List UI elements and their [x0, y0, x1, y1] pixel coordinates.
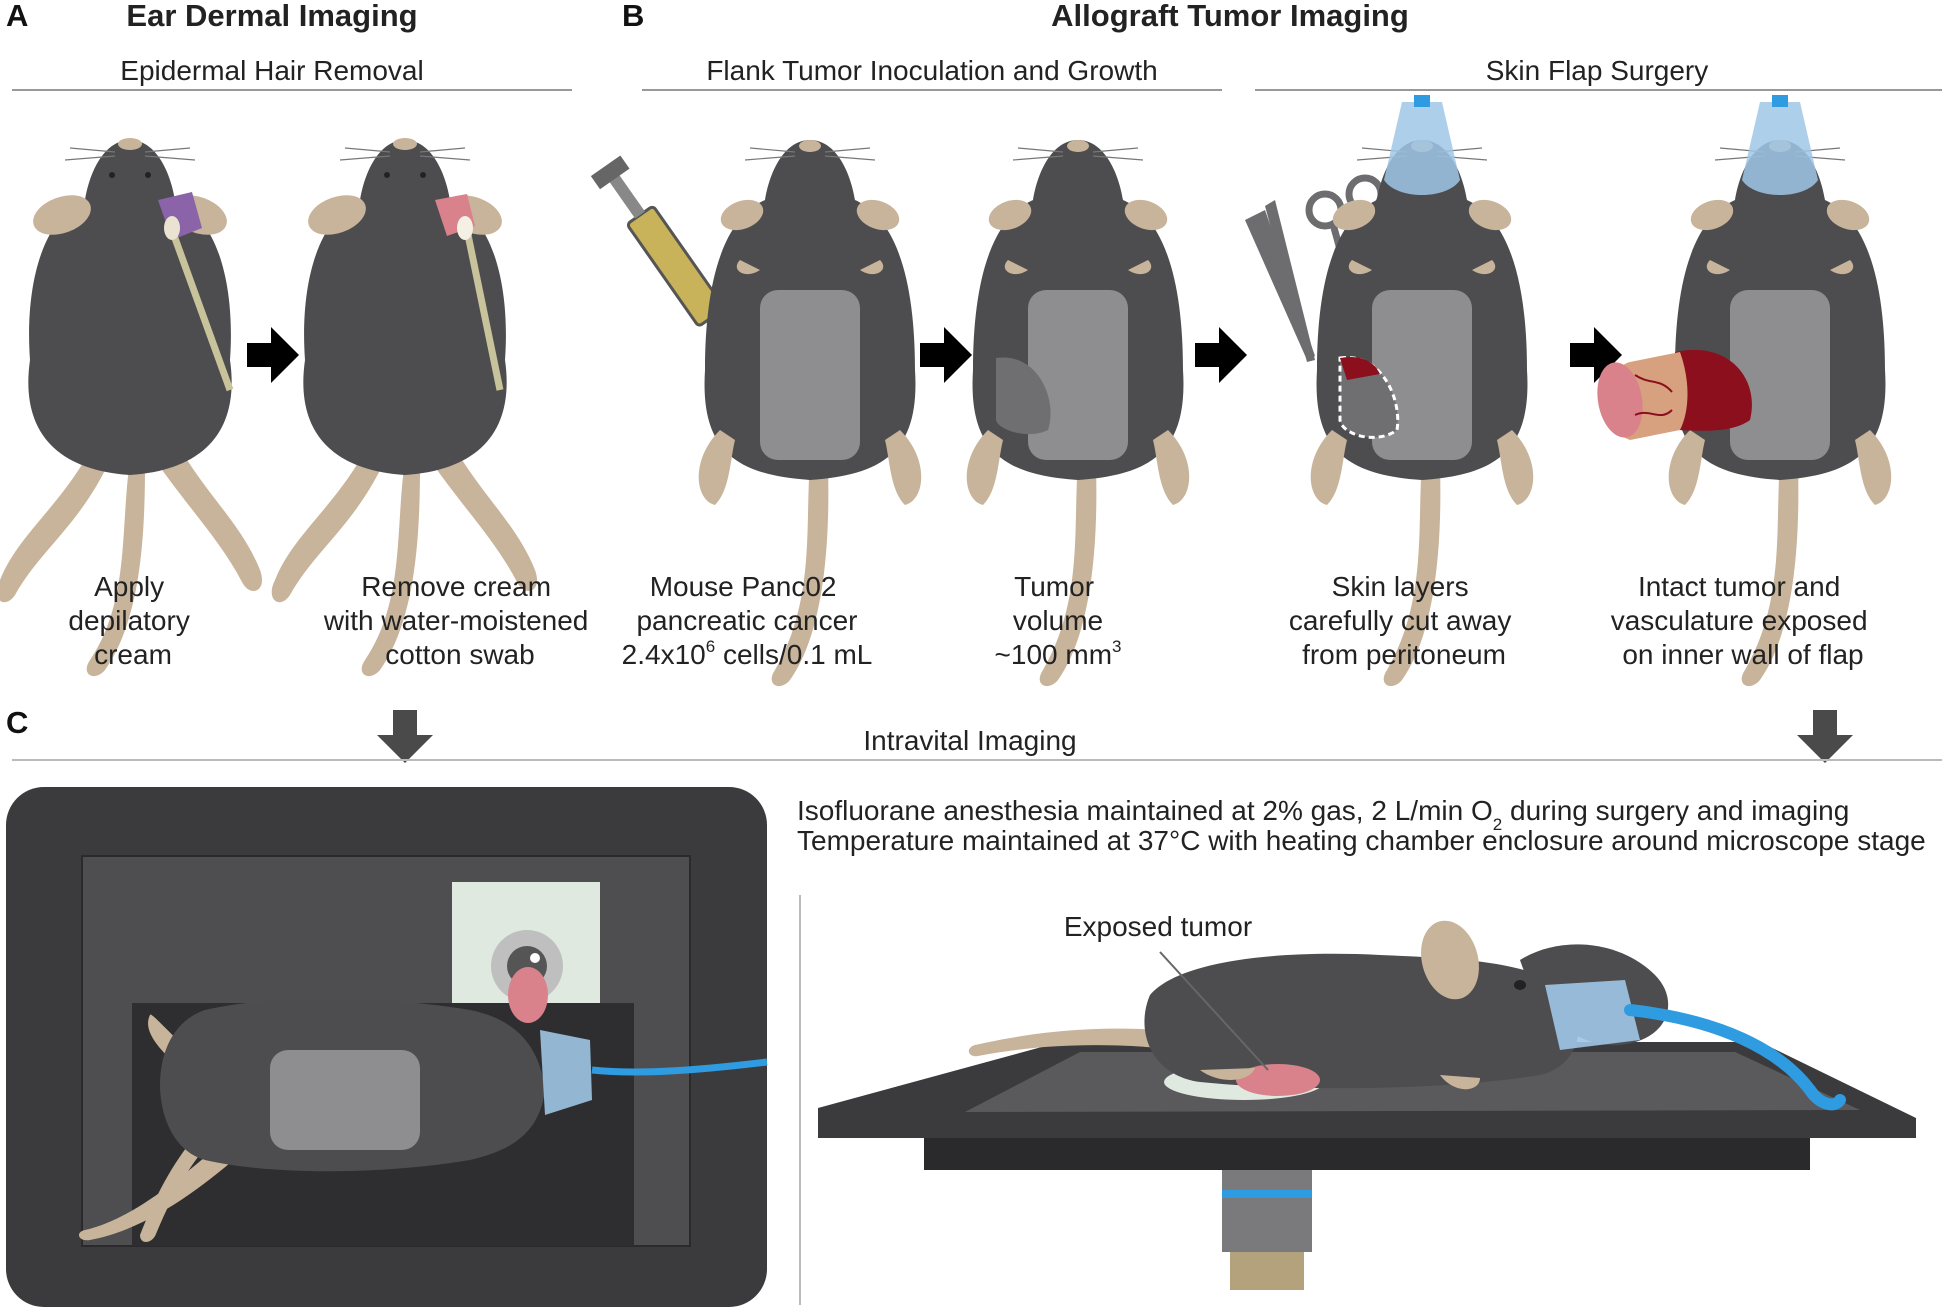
- note-part: Isofluorane anesthesia maintained at 2% …: [797, 795, 1493, 826]
- cotton-swab-tip: [457, 216, 473, 240]
- objective-band: [1222, 1190, 1312, 1198]
- note-part: during surgery and imaging: [1502, 795, 1849, 826]
- caption-line: cotton swab: [385, 639, 534, 670]
- mouse-b-tumor: [966, 139, 1190, 687]
- caption-b-step-2-line3: ~100 mm3: [995, 637, 1122, 670]
- panel-a-section-title: Epidermal Hair Removal: [120, 55, 423, 86]
- caption-line: on inner wall of flap: [1622, 639, 1863, 670]
- caption-b-step-4: Intact tumor and vasculature exposed on …: [1611, 571, 1876, 670]
- arrow-a-down: [377, 710, 433, 763]
- anesthesia-mask: [1384, 102, 1460, 195]
- cut-edge: [1340, 356, 1380, 380]
- caption-b-step-1-line3: 2.4x106 cells/0.1 mL: [622, 637, 873, 670]
- panel-b-section-title-inoculation: Flank Tumor Inoculation and Growth: [706, 55, 1157, 86]
- anesthesia-mask: [1742, 102, 1818, 195]
- caption-line: Apply: [94, 571, 164, 602]
- panel-c-section-title: Intravital Imaging: [863, 725, 1076, 756]
- caption-line: pancreatic cancer: [636, 605, 857, 636]
- exposed-tumor: [1236, 1064, 1320, 1096]
- mouse-belly: [270, 1050, 420, 1150]
- arrow-b-down: [1797, 710, 1853, 763]
- mouse-tail: [968, 1028, 1160, 1057]
- tumor-vasculature: [1634, 374, 1673, 417]
- panel-a-letter: A: [6, 0, 28, 33]
- mouse-ear: [1421, 920, 1479, 1000]
- anesthesia-mask: [1545, 980, 1640, 1050]
- arrow-b-step-3: [1570, 327, 1622, 383]
- panel-c-letter: C: [6, 705, 28, 740]
- caption-line: depilatory: [68, 605, 189, 636]
- cotton-swab-stick: [168, 228, 234, 392]
- panel-b-letter: B: [622, 0, 644, 33]
- caption-line: volume: [1013, 605, 1103, 636]
- caption-b-step-2: Tumor volume: [1013, 571, 1103, 636]
- anesthesia-tube: [1772, 95, 1788, 107]
- caption-line: with water-moistened: [323, 605, 589, 636]
- caption-line: vasculature exposed: [1611, 605, 1868, 636]
- caption-part: ~100 mm: [995, 639, 1113, 670]
- caption-superscript: 6: [706, 637, 715, 656]
- caption-line: from peritoneum: [1302, 639, 1506, 670]
- caption-line: cream: [94, 639, 172, 670]
- caption-line: Remove cream: [361, 571, 551, 602]
- panel-a-title: Ear Dermal Imaging: [126, 0, 417, 33]
- objective-tip: [1230, 1252, 1304, 1290]
- caption-part: cells/0.1 mL: [715, 639, 872, 670]
- caption-line: Mouse Panc02: [650, 571, 837, 602]
- exposed-tumor-leader: [1159, 951, 1269, 1071]
- mouse-top-view: [78, 967, 768, 1243]
- anesthesia-tube: [591, 1058, 768, 1076]
- caption-a-step-1: Apply depilatory cream: [68, 571, 197, 670]
- mouse-b-surgery: [1310, 95, 1534, 687]
- cotton-swab-stick: [463, 229, 504, 391]
- note-subscript: 2: [1493, 815, 1502, 834]
- panel-b-section-title-skin-flap: Skin Flap Surgery: [1486, 55, 1709, 86]
- mouse-tail: [78, 1135, 245, 1241]
- caption-superscript: 3: [1112, 637, 1121, 656]
- mouse-ear-cream: [0, 137, 263, 677]
- anesthesia-mask: [540, 1030, 592, 1115]
- arrow-b-step-1: [920, 327, 972, 383]
- mouse-fore-foot: [1440, 1075, 1480, 1090]
- anesthesia-tube: [1414, 95, 1430, 107]
- mouse-body: [1144, 953, 1579, 1089]
- caption-line: Tumor: [1014, 571, 1094, 602]
- arrow-b-step-2: [1195, 327, 1247, 383]
- stage-base: [924, 1138, 1810, 1170]
- exposed-tumor-label: Exposed tumor: [1064, 911, 1252, 942]
- anesthesia-tube: [1624, 1004, 1846, 1111]
- mouse-b-flap: [1597, 95, 1892, 687]
- flank-tumor: [996, 357, 1051, 435]
- mouse-ear-swab: [271, 137, 538, 677]
- panel-b-title: Allograft Tumor Imaging: [1051, 0, 1409, 33]
- anesthesia-note: Isofluorane anesthesia maintained at 2% …: [797, 795, 1849, 834]
- caption-line: Intact tumor and: [1638, 571, 1840, 602]
- exposed-flap-wound: [1675, 349, 1752, 431]
- lens-glint: [530, 953, 540, 963]
- caption-b-step-1: Mouse Panc02 pancreatic cancer: [636, 571, 857, 636]
- caption-b-step-3: Skin layers carefully cut away from peri…: [1289, 571, 1519, 670]
- arrow-a-step: [247, 327, 299, 383]
- temperature-note: Temperature maintained at 37°C with heat…: [797, 825, 1926, 856]
- cotton-swab-tip: [164, 216, 180, 240]
- caption-part: 2.4x10: [622, 639, 706, 670]
- caption-line: carefully cut away: [1289, 605, 1512, 636]
- caption-line: Skin layers: [1332, 571, 1469, 602]
- mouse-ear-imaged: [508, 967, 548, 1023]
- caption-a-step-2: Remove cream with water-moistened cotton…: [323, 571, 596, 670]
- mouse-hind-foot: [1200, 1068, 1255, 1080]
- mouse-eye: [1514, 980, 1526, 990]
- objective-body: [1222, 1170, 1312, 1252]
- flap-tumor: [1597, 362, 1643, 438]
